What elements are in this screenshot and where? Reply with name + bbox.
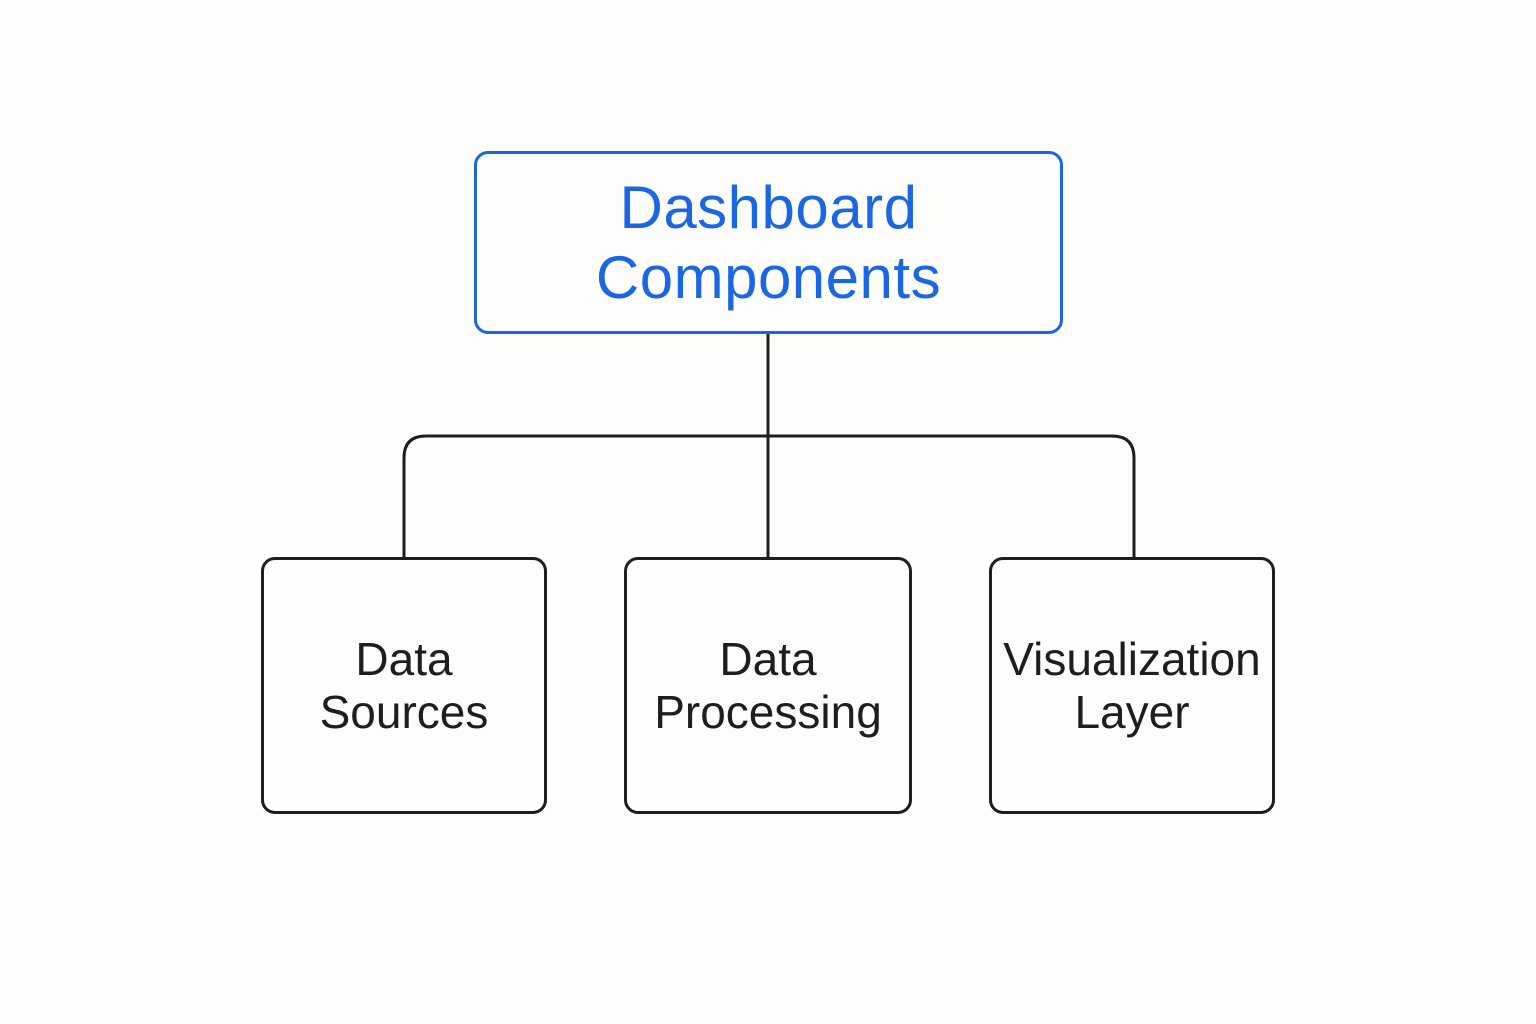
child-node-label-line-1: Data [355,632,453,685]
child-node-data-sources: Data Sources [261,557,547,814]
child-node-label-line-2: Sources [319,685,489,738]
child-node-visualization-layer: Visualization Layer [989,557,1275,814]
child-node-label-line-2: Processing [654,685,882,738]
root-node-label-line-2: Components [595,243,942,311]
child-node-data-processing: Data Processing [624,557,912,814]
child-node-label-line-1: Data [719,632,817,685]
child-node-label-line-2: Layer [1074,685,1190,738]
connector-bus [402,434,1136,559]
root-node-dashboard-components: Dashboard Components [474,151,1063,334]
root-node-label-line-1: Dashboard [619,173,918,241]
child-node-label-line-1: Visualization [1003,632,1261,685]
